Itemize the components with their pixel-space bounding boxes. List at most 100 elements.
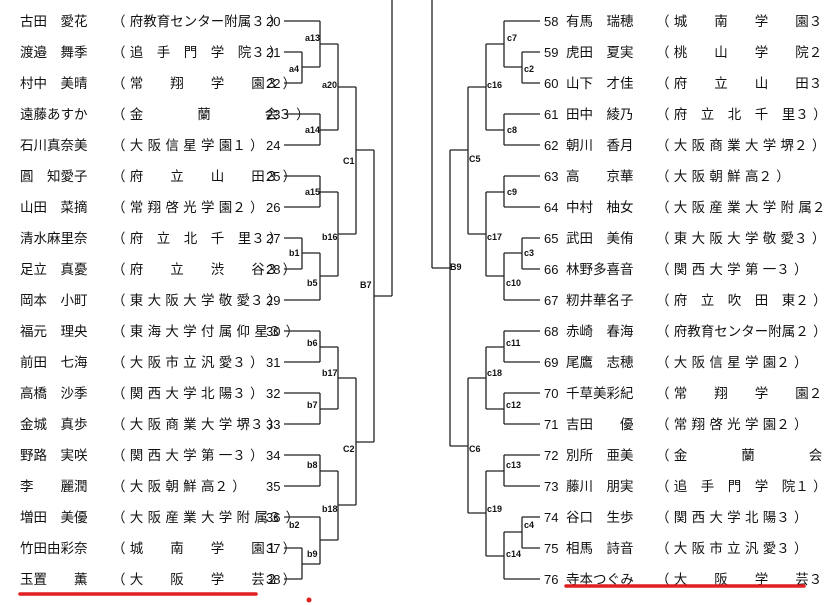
player-number: 31 — [266, 355, 280, 370]
match-label: c10 — [506, 278, 521, 288]
player-number: 59 — [544, 45, 558, 60]
match-label: b7 — [307, 400, 318, 410]
player-name: 増田 美優 — [20, 510, 88, 526]
player-name: 有馬 瑞穂 — [566, 14, 634, 30]
player-name: 古田 愛花 — [20, 14, 88, 30]
match-label: b9 — [307, 549, 318, 559]
player-school: （ 関 西 大 学 第 一３ ） — [656, 261, 808, 278]
player-number: 27 — [266, 231, 280, 246]
player-number: 29 — [266, 293, 280, 308]
right-bracket-lines — [431, 0, 540, 580]
player-number: 32 — [266, 386, 280, 401]
match-label: a15 — [305, 187, 320, 197]
match-label: b16 — [322, 232, 338, 242]
right-player-list: 58 有馬 瑞穂 （ 城 南 学 園３ ） 59 虎田 夏実 （ 桃 山 学 院… — [544, 14, 824, 588]
player-name: 赤崎 春海 — [566, 324, 634, 340]
match-label: a14 — [305, 125, 320, 135]
player-number: 20 — [266, 14, 280, 29]
match-label: b2 — [289, 520, 300, 530]
match-label: C6 — [469, 444, 481, 454]
player-name: 石川真奈美 — [20, 138, 88, 154]
player-school: （ 東 大 阪 大 学 敬 愛３ ） — [656, 231, 824, 247]
match-label: b8 — [307, 460, 318, 470]
player-name: 圓 知愛子 — [20, 168, 88, 185]
match-label: c3 — [524, 248, 534, 258]
player-school: （ 追 手 門 学 院３ ） — [112, 45, 283, 61]
player-school: （ 関 西 大 学 第 一３ ） — [112, 447, 264, 464]
player-school: （ 府 立 北 千 里３ ） — [112, 231, 283, 247]
player-name: 藤川 朋実 — [566, 479, 634, 495]
player-school: （ 大 阪 産 業 大 学 附 属２ ） — [656, 200, 824, 216]
player-name: 玉置 薫 — [20, 572, 88, 588]
player-number: 60 — [544, 76, 558, 91]
player-school: （ 府教育センター附属２ ） — [656, 324, 824, 340]
match-label: c13 — [506, 460, 521, 470]
player-school: （ 府 立 吹 田 東２ ） — [656, 293, 824, 309]
player-name: 田中 綾乃 — [566, 107, 634, 123]
match-label: C5 — [469, 154, 481, 164]
match-label: c4 — [524, 520, 534, 530]
player-name: 寺本つぐみ — [566, 572, 634, 588]
player-school: （ 大 阪 朝 鮮 高２ ） — [656, 168, 790, 185]
match-label: b17 — [322, 368, 338, 378]
player-number: 64 — [544, 200, 558, 215]
player-school: （ 大 阪 産 業 大 学 附 属３ ） — [112, 510, 299, 526]
player-number: 69 — [544, 355, 558, 370]
match-label: c7 — [507, 33, 517, 43]
player-name: 武田 美侑 — [566, 231, 634, 247]
player-name: 林野多喜音 — [566, 261, 634, 278]
player-school: （ 追 手 門 学 院１ ） — [656, 479, 824, 495]
player-name: 朝川 香月 — [566, 138, 634, 154]
player-number: 28 — [266, 262, 280, 277]
player-number: 74 — [544, 510, 558, 525]
match-label: a13 — [305, 33, 320, 43]
match-label: C2 — [343, 444, 355, 454]
player-name: 相馬 詩音 — [566, 540, 634, 557]
player-number: 67 — [544, 293, 558, 308]
player-name: 李 麗潤 — [20, 479, 88, 495]
match-label: a20 — [322, 80, 337, 90]
match-label: b5 — [307, 278, 318, 288]
player-name: 籾井華名子 — [566, 293, 634, 309]
player-number: 71 — [544, 417, 558, 432]
player-name: 村中 美晴 — [20, 76, 88, 92]
player-school: （ 大 阪 学 芸２ ） — [112, 572, 296, 588]
left-player-list: 古田 愛花 （ 府教育センター附属３ ） 20 渡邉 舞季 （ 追 手 門 学 … — [20, 14, 310, 588]
player-name: 山田 菜摘 — [20, 199, 88, 216]
match-label: B9 — [450, 262, 462, 272]
player-name: 清水麻里奈 — [20, 231, 88, 247]
match-label: c8 — [507, 125, 517, 135]
player-number: 70 — [544, 386, 558, 401]
player-number: 75 — [544, 541, 558, 556]
player-school: （ 大 阪 市 立 汎 愛３ ） — [656, 540, 808, 557]
player-school: （ 府 立 山 田３ ） — [656, 76, 824, 92]
player-number: 65 — [544, 231, 558, 246]
player-number: 22 — [266, 76, 280, 91]
player-school: （ 城 南 学 園１ ） — [112, 541, 296, 557]
match-label: b1 — [289, 248, 300, 258]
highlight-underlines — [18, 584, 806, 603]
player-school: （ 東 大 阪 大 学 敬 愛３ ） — [112, 293, 281, 309]
player-school: （ 府 立 山 田３ ） — [112, 169, 296, 185]
player-name: 千草美彩紀 — [566, 386, 634, 402]
match-label: c11 — [506, 338, 521, 348]
player-number: 35 — [266, 479, 280, 494]
player-number: 62 — [544, 138, 558, 153]
player-number: 37 — [266, 541, 280, 556]
player-school: （ 大 阪 商 業 大 学 堺２ ） — [656, 138, 824, 154]
player-name: 野路 実咲 — [20, 448, 88, 464]
match-label: c2 — [524, 64, 534, 74]
match-label: b18 — [322, 504, 338, 514]
player-school: （ 金 蘭 会３ ） — [112, 107, 310, 123]
player-school: （ 常 翔 学 園２ ） — [656, 386, 824, 402]
match-label: c18 — [487, 368, 502, 378]
player-school: （ 常 翔 学 園３ ） — [112, 76, 296, 92]
match-label: a4 — [289, 64, 299, 74]
red-dot-mark — [306, 597, 312, 603]
player-school: （ 府 立 渋 谷３ ） — [112, 262, 296, 278]
player-number: 66 — [544, 262, 558, 277]
player-school: （ 城 南 学 園３ ） — [656, 14, 824, 30]
player-number: 61 — [544, 107, 558, 122]
player-school: （ 大 阪 学 芸３ ） — [656, 572, 824, 588]
